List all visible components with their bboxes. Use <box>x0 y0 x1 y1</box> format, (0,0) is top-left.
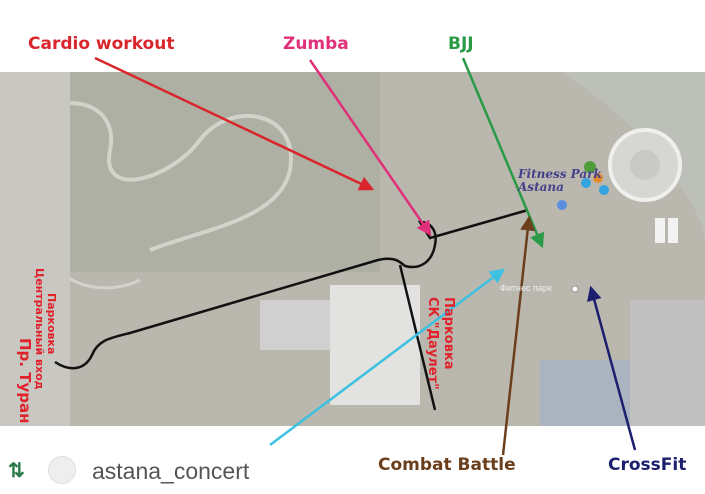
repost-icon[interactable]: ⇅ <box>8 460 25 482</box>
repost-footer: ⇅ astana_concert <box>0 428 705 494</box>
park-path <box>28 101 293 252</box>
poi-marker[interactable] <box>571 285 579 293</box>
stadium-building <box>330 285 420 405</box>
avatar[interactable] <box>48 456 76 484</box>
label-parking-daulet: Парковка <box>441 297 456 370</box>
crossfit-arrow <box>587 285 637 451</box>
cardio-arrow <box>94 56 375 191</box>
username[interactable]: astana_concert <box>92 458 250 484</box>
amphitheatre-center <box>630 150 660 180</box>
combat-arrow <box>501 215 536 456</box>
label-zumba: Zumba <box>283 34 349 54</box>
road-turan <box>0 72 70 426</box>
label-bjj: BJJ <box>448 34 474 54</box>
label-parking-central: Парковка <box>45 293 58 355</box>
river-bank <box>560 72 705 240</box>
label-central-entrance: Центральный вход <box>33 268 46 390</box>
buildings-block <box>540 360 630 426</box>
zumba-arrow <box>308 59 432 237</box>
label-cardio-workout: Cardio workout <box>28 34 175 54</box>
label-daulet: СК "Даулет" <box>425 297 440 390</box>
building <box>655 218 665 243</box>
logo-dot <box>557 200 567 210</box>
bjj-arrow <box>461 57 545 249</box>
cyan-arrow <box>269 268 505 446</box>
label-turan-avenue: Пр. Туран <box>16 338 34 424</box>
logo-leaf <box>593 173 603 183</box>
logo-leaf <box>599 185 609 195</box>
logo-leaf <box>581 178 591 188</box>
walking-route <box>54 208 529 370</box>
fitness-park-logo: Fitness Park Astana <box>518 167 602 194</box>
logo-leaf <box>584 161 596 173</box>
label-crossfit: CrossFit <box>608 455 687 475</box>
buildings-block <box>630 300 705 426</box>
building <box>260 300 330 350</box>
label-combat-battle: Combat Battle <box>378 455 516 475</box>
building <box>668 218 678 243</box>
poi-label[interactable]: Фитнес парк <box>500 283 552 293</box>
route-to-parking <box>398 264 437 411</box>
